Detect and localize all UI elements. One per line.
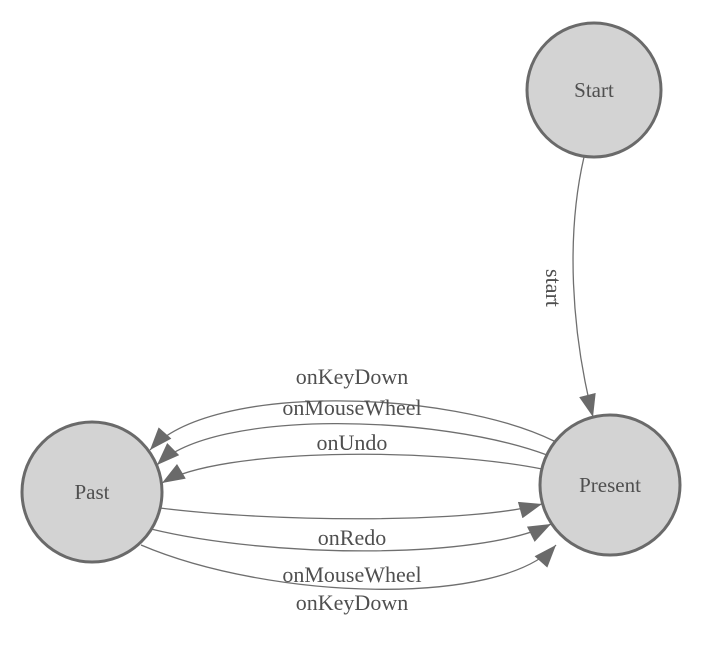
transition-path (156, 423, 548, 466)
state-circle-start (525, 21, 663, 159)
transition-past-to-present-onredo: onRedo (159, 501, 543, 550)
state-node-start: Start (525, 21, 663, 159)
transition-start-to-present-start: start (541, 156, 596, 418)
transition-present-to-past-onkeydown: onKeyDown (149, 364, 555, 451)
transition-label: onRedo (318, 525, 386, 550)
state-label-present: Present (579, 473, 641, 497)
state-label-past: Past (74, 480, 109, 504)
transition-path (159, 501, 543, 520)
transition-label: onKeyDown (296, 364, 408, 389)
transition-present-to-past-onmousewheel: onMouseWheel (156, 395, 548, 466)
transition-present-to-past-onundo: onUndo (161, 430, 543, 484)
transition-label: onMouseWheel (282, 562, 421, 587)
transition-path (150, 523, 552, 552)
state-circle-present (538, 413, 682, 557)
transition-past-to-present-onkeydown: onKeyDown (140, 544, 557, 615)
transition-path (149, 400, 555, 451)
transition-past-to-present-onmousewheel: onMouseWheel (150, 523, 552, 587)
transition-label: onKeyDown (296, 590, 408, 615)
transition-label: onUndo (317, 430, 388, 455)
transition-label: start (541, 269, 566, 307)
transition-label: onMouseWheel (282, 395, 421, 420)
state-label-start: Start (574, 78, 614, 102)
state-circle-past (20, 420, 164, 564)
state-node-past: Past (20, 420, 164, 564)
state-node-present: Present (538, 413, 682, 557)
transition-path (161, 453, 543, 484)
transition-path (140, 544, 557, 590)
transition-path (572, 156, 596, 418)
